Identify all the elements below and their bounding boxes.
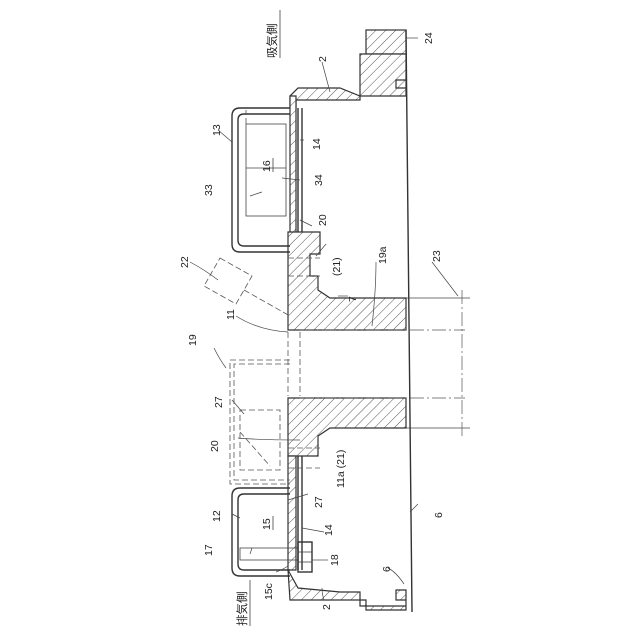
cover-12 xyxy=(232,488,290,576)
side-label-exhaust: 排気側 xyxy=(235,592,249,627)
label-7: 7 xyxy=(347,296,359,302)
wall-6 xyxy=(406,30,412,612)
label-27-mid: 27 xyxy=(313,496,325,508)
label-2-bottom: 2 xyxy=(321,604,333,610)
cover-13 xyxy=(232,108,290,252)
label-13: 13 xyxy=(211,124,223,136)
label-33: 33 xyxy=(203,184,215,196)
label-23: 23 xyxy=(431,250,443,262)
housing-body xyxy=(288,30,406,610)
label-16: 16 xyxy=(261,160,273,172)
label-21: (21) xyxy=(331,257,343,276)
bolt-17 xyxy=(240,542,312,572)
label-19: 19 xyxy=(187,334,199,346)
side-label-intake: 吸気側 xyxy=(265,24,279,59)
plate-14 xyxy=(298,108,302,570)
label-14-top: 14 xyxy=(311,138,323,150)
label-2-top: 2 xyxy=(317,56,329,62)
label-27-left: 27 xyxy=(213,396,225,408)
label-6-right: 6 xyxy=(433,512,445,518)
label-15: 15 xyxy=(261,518,273,530)
label-22: 22 xyxy=(179,256,191,268)
label-18: 18 xyxy=(329,554,341,566)
label-34: 34 xyxy=(313,174,325,186)
label-6-bottom: 6 xyxy=(381,566,393,572)
label-19a: 19a xyxy=(377,246,389,264)
label-15c: 15c xyxy=(263,583,275,600)
label-14-bottom: 14 xyxy=(323,524,335,536)
label-24: 24 xyxy=(423,32,435,44)
label-20-top: 20 xyxy=(317,214,329,226)
label-11: 11 xyxy=(225,309,237,320)
label-12: 12 xyxy=(211,510,223,522)
label-11a: 11a (21) xyxy=(335,450,347,488)
label-20-bottom: 20 xyxy=(209,440,221,452)
label-17: 17 xyxy=(203,544,215,556)
